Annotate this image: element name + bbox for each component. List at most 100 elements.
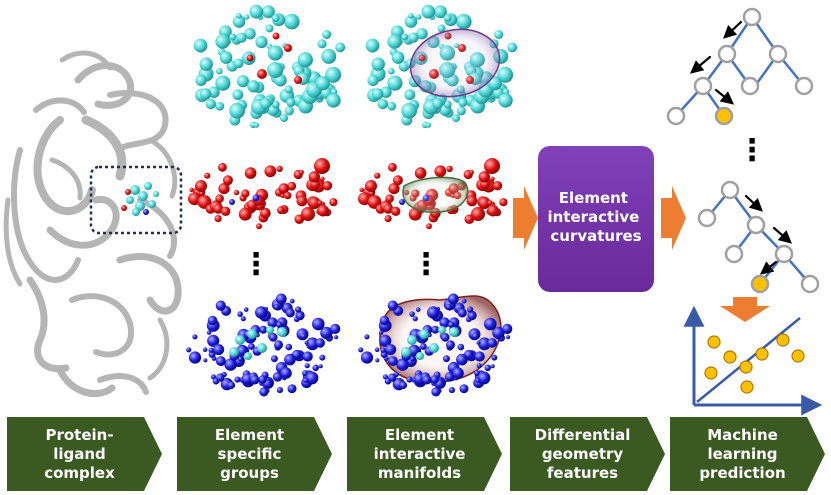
atom bbox=[478, 337, 491, 351]
atom bbox=[469, 169, 474, 175]
atom bbox=[247, 80, 260, 93]
atom bbox=[321, 48, 337, 64]
atom bbox=[491, 354, 498, 361]
atom bbox=[207, 315, 218, 326]
atom bbox=[266, 326, 274, 334]
atom bbox=[275, 293, 287, 305]
atom bbox=[387, 300, 398, 311]
atom bbox=[229, 199, 235, 205]
atom bbox=[303, 377, 309, 383]
atom bbox=[315, 76, 330, 91]
atom bbox=[387, 34, 402, 49]
atom bbox=[494, 30, 504, 39]
atom bbox=[377, 98, 388, 110]
atom bbox=[401, 347, 411, 357]
atom bbox=[408, 207, 422, 221]
atom bbox=[308, 171, 320, 183]
atom bbox=[215, 356, 226, 367]
atom bbox=[408, 12, 414, 19]
atom bbox=[507, 42, 518, 53]
atom bbox=[236, 75, 249, 88]
atom bbox=[456, 13, 472, 30]
atom bbox=[385, 194, 394, 203]
atom bbox=[490, 176, 495, 181]
atom bbox=[255, 35, 268, 49]
atom bbox=[216, 373, 225, 382]
atom bbox=[492, 326, 505, 340]
atom bbox=[319, 354, 326, 361]
atom bbox=[414, 167, 427, 179]
atom bbox=[213, 203, 224, 214]
atom bbox=[280, 367, 292, 379]
atom bbox=[227, 381, 236, 390]
atom bbox=[375, 358, 380, 363]
atom bbox=[383, 203, 394, 214]
atom bbox=[387, 75, 403, 91]
atom bbox=[283, 191, 292, 200]
atom bbox=[215, 34, 230, 49]
atom bbox=[467, 311, 477, 321]
atom bbox=[221, 206, 231, 216]
atom bbox=[255, 306, 268, 319]
atom bbox=[276, 321, 283, 329]
atom bbox=[297, 52, 313, 68]
atom bbox=[379, 315, 390, 326]
atom bbox=[248, 343, 255, 350]
atom bbox=[457, 343, 465, 351]
decision-tree-icon bbox=[697, 180, 820, 294]
atom bbox=[213, 344, 225, 356]
atom bbox=[249, 4, 264, 19]
atom bbox=[278, 183, 290, 194]
atom bbox=[260, 98, 272, 109]
ellipsis-groups: ⋮ bbox=[241, 247, 271, 282]
atom bbox=[272, 32, 280, 40]
atom bbox=[294, 76, 302, 84]
atom bbox=[384, 215, 392, 223]
atom bbox=[260, 207, 271, 219]
atom bbox=[404, 89, 416, 101]
atom bbox=[446, 340, 455, 350]
atom bbox=[360, 351, 374, 364]
atom bbox=[458, 97, 468, 107]
atom bbox=[218, 183, 230, 195]
atom bbox=[277, 206, 285, 215]
atom bbox=[277, 327, 287, 337]
step-chevron bbox=[7, 417, 162, 491]
atom bbox=[199, 88, 212, 100]
atom bbox=[410, 356, 415, 362]
atom bbox=[487, 338, 498, 348]
atom bbox=[189, 187, 194, 192]
atom bbox=[330, 323, 341, 334]
atom bbox=[498, 93, 513, 108]
atom bbox=[259, 387, 269, 397]
atom bbox=[442, 355, 450, 363]
atom bbox=[296, 195, 308, 207]
atom bbox=[250, 375, 260, 385]
atom bbox=[459, 384, 469, 394]
protein-ribbon-icon bbox=[3, 50, 182, 398]
atom bbox=[244, 28, 256, 40]
atom bbox=[289, 298, 295, 304]
atom bbox=[433, 5, 447, 19]
atom bbox=[449, 327, 459, 337]
atom bbox=[229, 102, 246, 119]
atom bbox=[224, 358, 237, 371]
atom bbox=[438, 326, 446, 334]
atom bbox=[445, 304, 452, 310]
atom bbox=[378, 330, 384, 335]
atom bbox=[280, 193, 285, 198]
atom bbox=[484, 158, 500, 174]
atom bbox=[487, 200, 493, 206]
atom bbox=[280, 114, 288, 123]
atom bbox=[315, 338, 326, 348]
atom bbox=[272, 372, 283, 382]
atom bbox=[408, 32, 419, 43]
atom bbox=[412, 316, 418, 322]
atom bbox=[186, 347, 192, 353]
atom bbox=[415, 307, 421, 312]
atom bbox=[214, 215, 222, 223]
atom bbox=[388, 162, 397, 172]
atom bbox=[304, 363, 310, 369]
atom bbox=[471, 207, 485, 221]
